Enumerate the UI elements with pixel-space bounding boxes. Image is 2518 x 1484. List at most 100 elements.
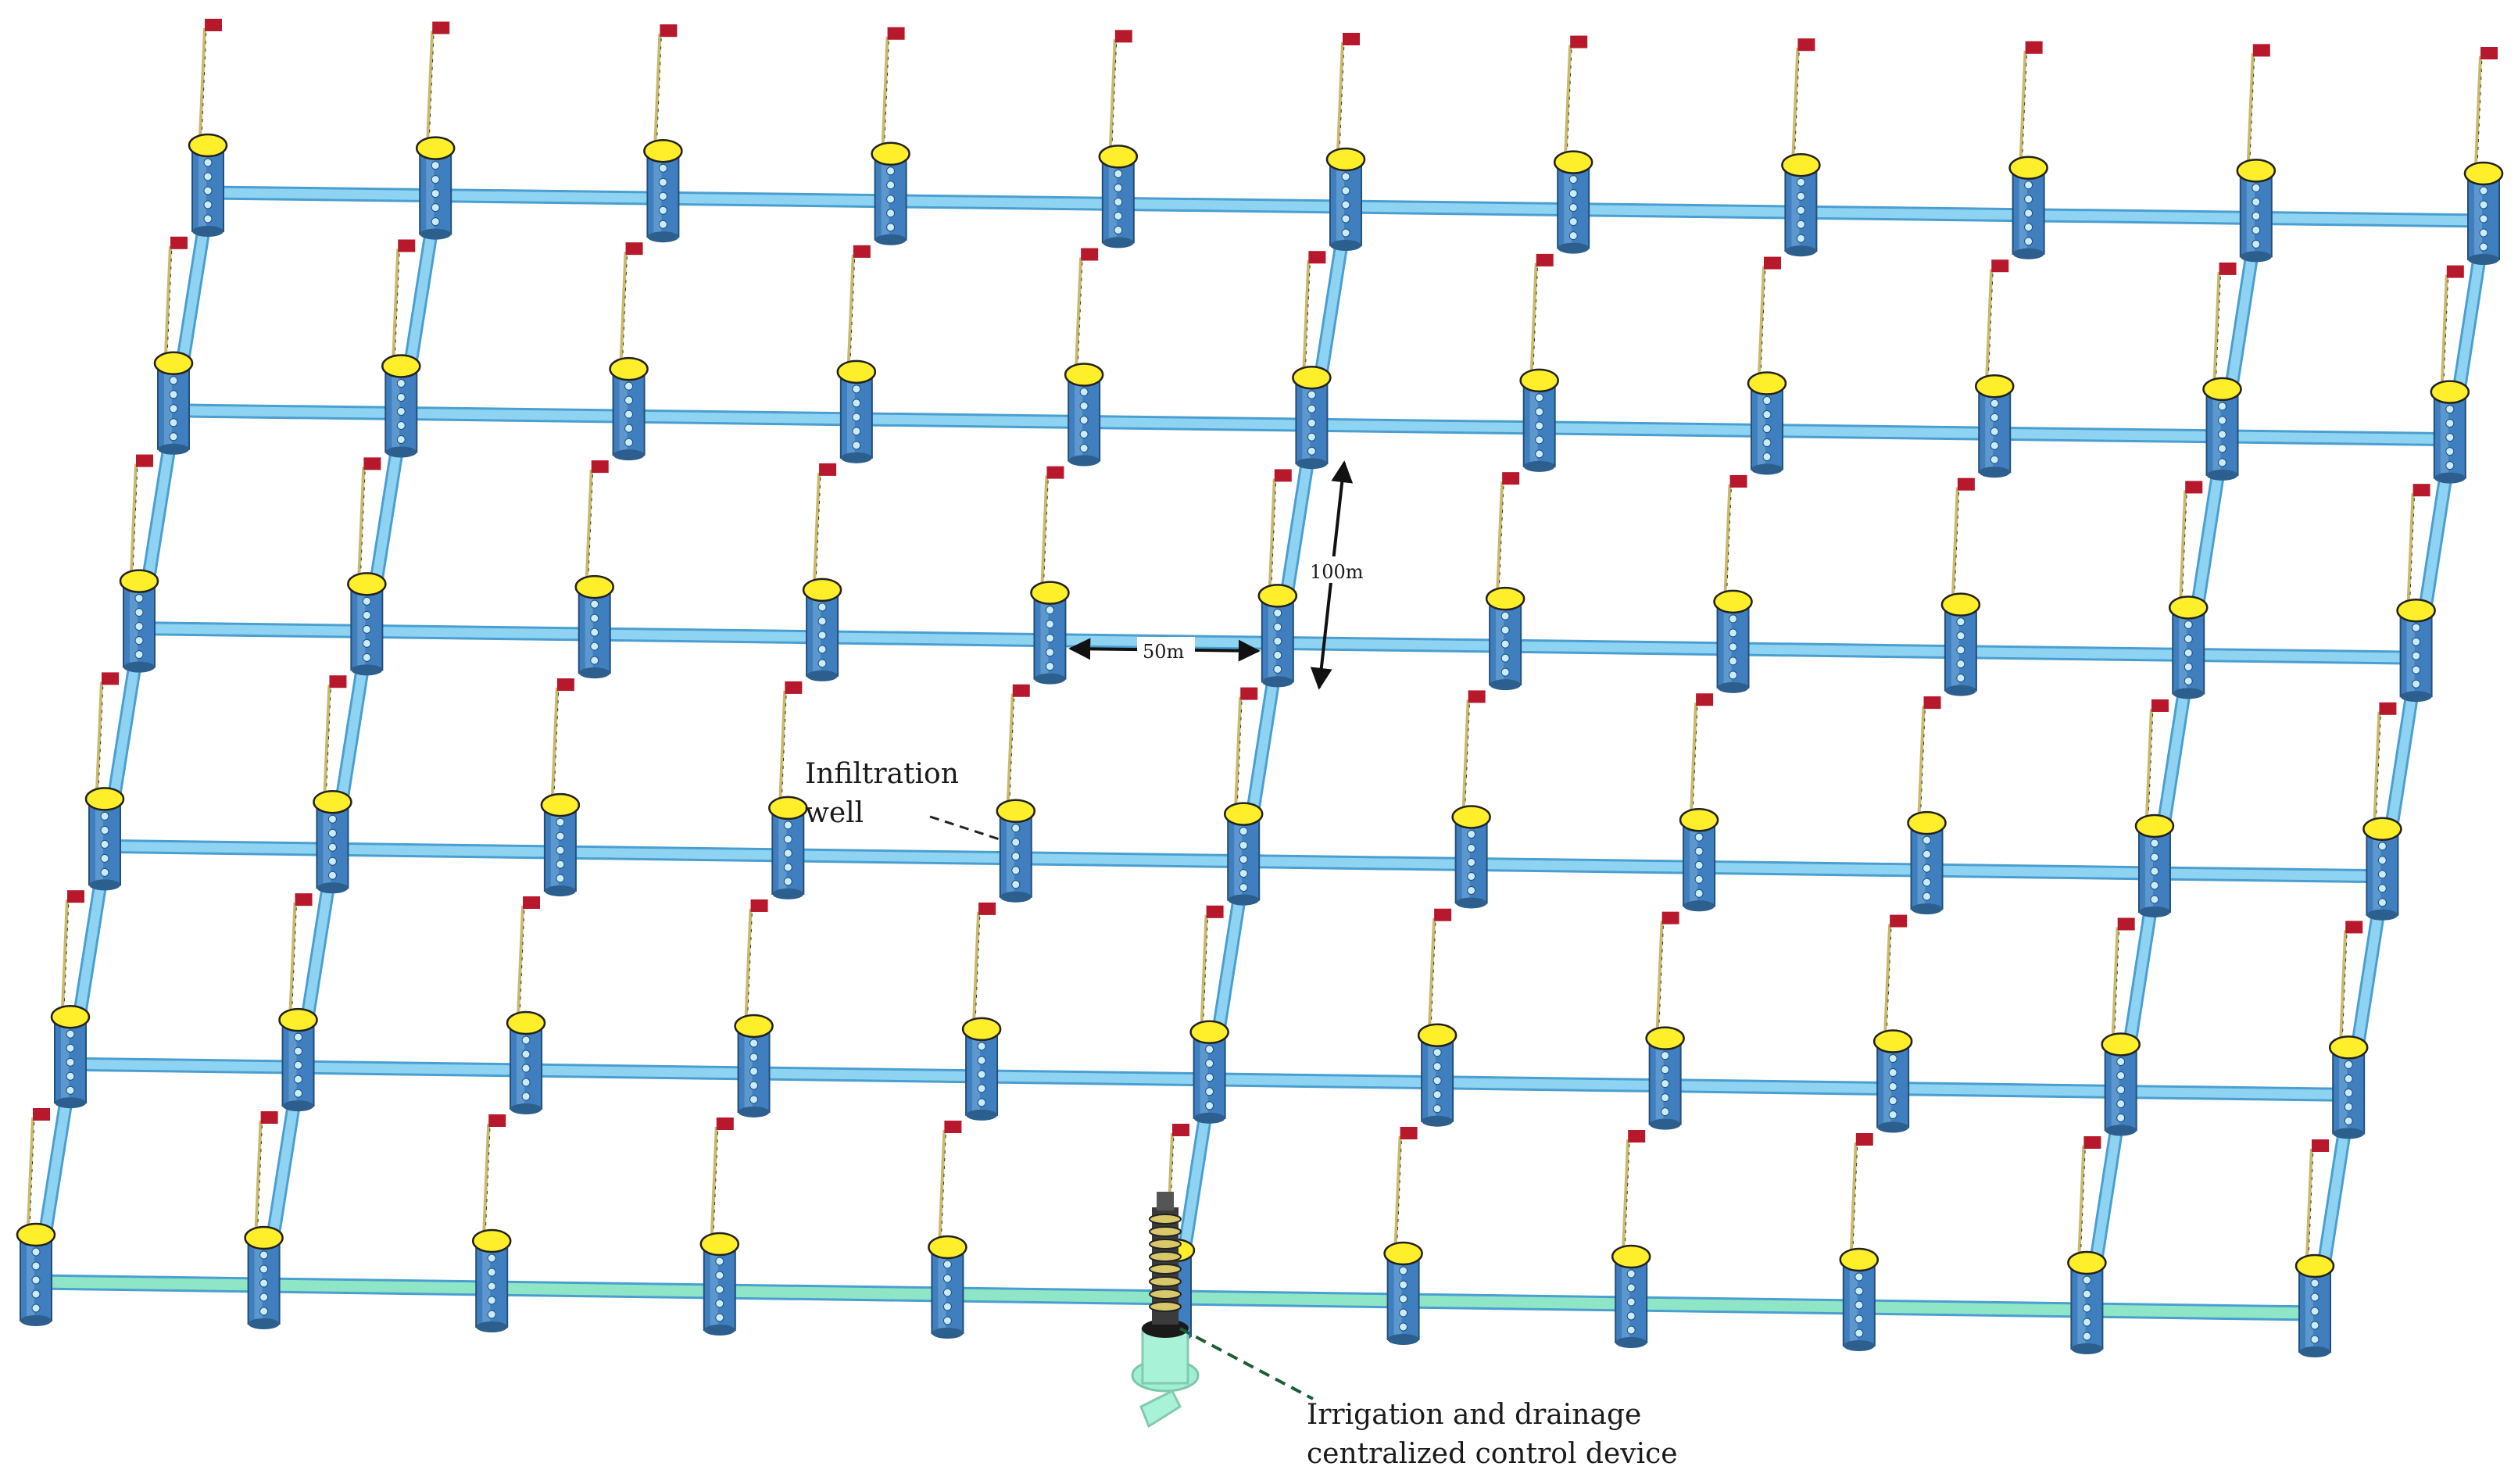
marker-flag-icon xyxy=(2025,41,2043,54)
well-highlight xyxy=(95,799,103,885)
flag-pole-detail xyxy=(519,906,525,1016)
well-port xyxy=(1114,183,1123,192)
well-port xyxy=(2445,419,2455,428)
flag-pole xyxy=(323,685,331,795)
device-coil-ring xyxy=(1149,1289,1182,1300)
well-cap xyxy=(2101,1032,2141,1057)
infiltration-well xyxy=(1519,253,1559,472)
flag-pole xyxy=(164,245,172,356)
well-port xyxy=(1432,1104,1442,1114)
well-port xyxy=(1535,449,1544,459)
well-cap xyxy=(1872,1029,1913,1053)
well-port xyxy=(715,1257,724,1266)
infiltration-well xyxy=(1940,477,1981,696)
well-port xyxy=(1273,622,1282,631)
well-port xyxy=(1205,1045,1214,1054)
marker-flag-icon xyxy=(2185,481,2203,494)
well-highlight xyxy=(482,1241,491,1327)
infiltration-well xyxy=(1030,466,1070,685)
device-coil-ring xyxy=(1149,1264,1182,1275)
infiltration-well xyxy=(1645,911,1685,1130)
well-port xyxy=(1956,660,1965,669)
well-port xyxy=(134,608,144,617)
well-port xyxy=(2412,651,2421,660)
infiltration-well xyxy=(1553,35,1593,254)
well-port xyxy=(1307,432,1316,442)
well-port xyxy=(169,404,178,413)
infiltration-well xyxy=(153,236,194,455)
well-port xyxy=(1273,608,1282,617)
flag-pole xyxy=(1108,39,1117,149)
well-port xyxy=(1205,1101,1214,1110)
well-base xyxy=(1102,237,1134,249)
flag-pole-detail xyxy=(2249,53,2255,163)
well-port xyxy=(327,814,337,824)
well-port xyxy=(1535,393,1544,402)
flag-pole-detail xyxy=(781,690,787,800)
well-port xyxy=(1467,885,1476,895)
well-port xyxy=(203,158,213,167)
well-port xyxy=(1079,402,1089,411)
flag-pole xyxy=(1690,703,1698,813)
well-port xyxy=(1796,234,1805,243)
infiltration-well xyxy=(1064,248,1104,467)
well-port xyxy=(1432,1062,1442,1071)
infiltration-well xyxy=(2463,47,2504,265)
marker-flag-icon xyxy=(1400,1127,1418,1139)
well-base xyxy=(613,449,645,461)
flag-pole xyxy=(2179,490,2187,600)
well-cap xyxy=(1383,1241,1423,1266)
infiltration-well xyxy=(928,1121,967,1339)
flag-pole xyxy=(2111,927,2119,1037)
marker-flag-icon xyxy=(1763,256,1781,270)
well-port xyxy=(1341,214,1350,223)
well-port xyxy=(1762,424,1772,434)
flag-pole xyxy=(2305,1148,2313,1259)
infiltration-well xyxy=(381,239,421,458)
marker-flag-icon xyxy=(363,457,381,470)
well-port xyxy=(1011,880,1021,889)
well-cap xyxy=(836,359,877,384)
well-port xyxy=(1273,650,1282,660)
well-highlight xyxy=(288,1020,297,1107)
well-cap xyxy=(153,351,194,376)
well-highlight xyxy=(426,148,435,234)
well-cap xyxy=(2328,1035,2369,1060)
device-coil-ring xyxy=(1149,1251,1182,1262)
well-highlight xyxy=(323,802,331,889)
well-port xyxy=(1273,636,1282,645)
well-port xyxy=(1239,883,1248,892)
well-port xyxy=(590,599,599,609)
well-base xyxy=(2012,248,2044,259)
well-port xyxy=(817,631,827,640)
flag-pole-detail xyxy=(29,1117,35,1228)
well-port xyxy=(2116,1085,2126,1094)
well-port xyxy=(362,610,371,620)
well-base xyxy=(158,443,189,455)
flag-pole-detail xyxy=(132,463,138,574)
well-port xyxy=(134,622,144,631)
well-highlight xyxy=(27,1235,34,1321)
flag-pole-detail xyxy=(1465,699,1471,810)
well-port xyxy=(203,186,213,195)
flag-pole xyxy=(1496,481,1504,592)
flag-pole-detail xyxy=(325,685,331,795)
well-base xyxy=(2173,688,2205,699)
well-port xyxy=(852,399,861,408)
well-base xyxy=(932,1328,964,1339)
well-port xyxy=(1956,617,1965,627)
infiltration-well xyxy=(574,460,614,679)
well-port xyxy=(2082,1289,2091,1299)
flag-pole xyxy=(426,30,435,141)
well-port xyxy=(1855,1286,1864,1296)
flag-pole xyxy=(288,903,297,1013)
well-port xyxy=(2344,1088,2353,1097)
well-port xyxy=(1011,838,1021,847)
flag-pole xyxy=(199,27,206,138)
well-base xyxy=(1751,463,1783,475)
well-base xyxy=(2071,1343,2103,1354)
marker-flag-icon xyxy=(205,19,222,31)
well-highlight xyxy=(254,1238,263,1324)
well-port xyxy=(134,650,144,660)
flag-pole-detail xyxy=(1009,693,1015,803)
